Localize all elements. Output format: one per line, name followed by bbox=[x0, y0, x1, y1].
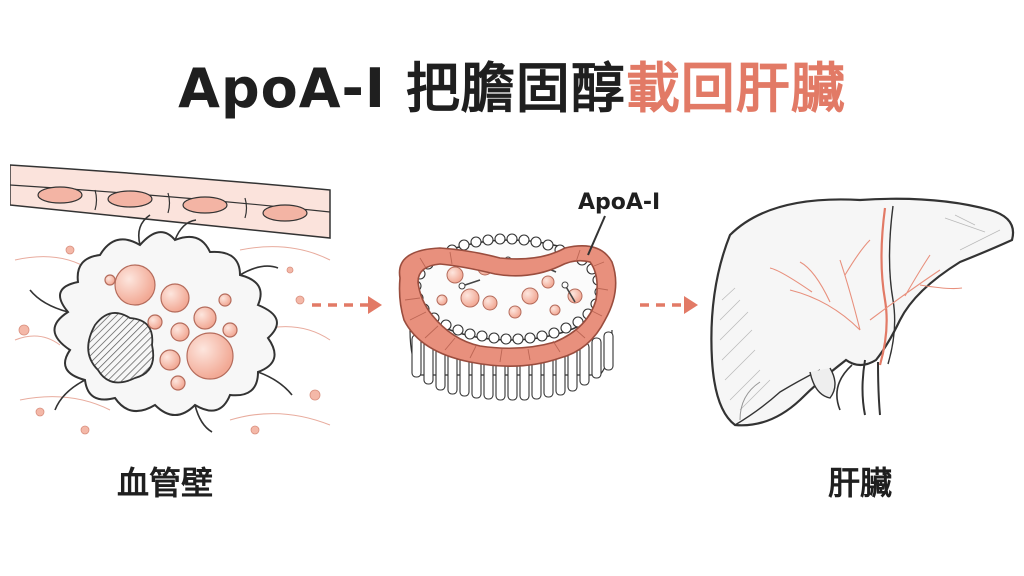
diagram-title: ApoA-I 把膽固醇載回肝臟 bbox=[0, 44, 1024, 123]
cell-nucleus bbox=[87, 311, 155, 384]
title-accent: 載回肝臟 bbox=[625, 57, 846, 120]
lipid-droplets bbox=[104, 264, 238, 391]
arrow-head-1 bbox=[368, 296, 382, 314]
title-main: ApoA-I 把膽固醇 bbox=[178, 57, 626, 120]
apoa1-label: ApoA-I bbox=[578, 190, 661, 215]
endothelial-cells bbox=[37, 186, 308, 222]
foam-cell bbox=[53, 231, 278, 416]
vessel-wall-caption: 血管壁 bbox=[117, 464, 214, 502]
liver-caption: 肝臟 bbox=[828, 464, 893, 502]
apoa1-band bbox=[398, 245, 617, 367]
apoa1-callout-line bbox=[587, 215, 606, 256]
liver-illustration bbox=[710, 197, 1015, 427]
vessel-wall-illustration bbox=[10, 164, 331, 435]
arrow-head-2 bbox=[684, 296, 698, 314]
hdl-particle bbox=[398, 215, 617, 401]
